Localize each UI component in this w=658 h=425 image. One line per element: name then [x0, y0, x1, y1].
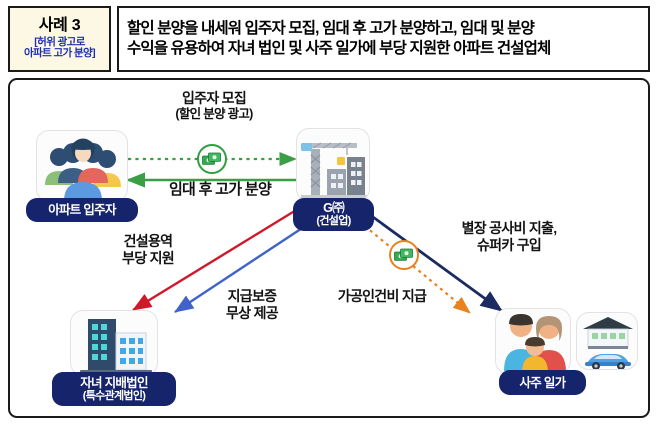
edge-label-payment-guarantee: 지급보증 무상 제공	[194, 288, 310, 322]
edge-label-recruit-line-2: (할인 분양 광고)	[175, 106, 253, 121]
money-bills-icon	[394, 248, 413, 261]
case-title-line-2: 수익을 유용하여 자녀 법인 및 사주 일가에 부당 지원한 아파트 건설업체	[127, 40, 551, 57]
diagram-panel: 아파트 입주자	[8, 78, 650, 418]
case-number-label: 사례 3	[38, 16, 81, 34]
case-title-line-1: 할인 분양을 내세워 입주자 모집, 임대 후 고가 분양하고, 임대 및 분양	[127, 19, 535, 37]
edge-label-lease-resale-line-1: 임대 후 고가 분양	[168, 181, 272, 198]
construction-crane-icon	[301, 142, 367, 199]
node-child-corp-label-line-2: (특수관계법인)	[82, 389, 146, 402]
node-child-corp-badge: 자녀 지배법인 (특수관계법인)	[52, 372, 176, 406]
node-owner-family-badge: 사주 일가	[499, 370, 586, 395]
edge-label-fake-labor-cost: 가공인건비 지급	[310, 288, 454, 305]
edge-label-payment-guarantee-line-2: 무상 제공	[226, 304, 279, 321]
edge-label-construction-support-line-1: 건설용역	[123, 233, 173, 249]
edge-label-villa-supercar-line-2: 슈퍼카 구입	[476, 236, 542, 253]
case-title-box: 할인 분양을 내세워 입주자 모집, 임대 후 고가 분양하고, 임대 및 분양…	[117, 6, 650, 72]
node-company-badge: G㈜ (건설업)	[293, 198, 374, 231]
villa-supercar-icon	[583, 317, 633, 369]
edge-label-construction-support-line-2: 부당 지원	[122, 249, 175, 266]
case-subtitle-line-2: 아파트 고가 분양]	[24, 47, 96, 60]
node-owner-assets-icon-tile	[576, 312, 638, 370]
office-building-icon	[80, 319, 152, 374]
money-badge-recruit	[197, 144, 227, 174]
edge-label-fake-labor-cost-line-1: 가공인건비 지급	[337, 288, 427, 304]
edge-label-payment-guarantee-line-1: 지급보증	[227, 288, 277, 304]
node-residents-label: 아파트 입주자	[48, 203, 116, 217]
money-badge-fake-labor	[389, 240, 419, 270]
edge-label-villa-supercar: 별장 공사비 지출, 슈퍼카 구입	[434, 220, 584, 254]
node-owner-family-icon-tile	[495, 308, 571, 374]
family-icon	[504, 314, 566, 373]
case-subtitle-line-1: [허위 광고로	[34, 35, 85, 48]
people-group-icon	[45, 138, 121, 201]
edge-label-recruit: 입주자 모집 (할인 분양 광고)	[144, 90, 284, 122]
edge-label-lease-resale: 임대 후 고가 분양	[140, 181, 300, 199]
node-residents-badge: 아파트 입주자	[26, 198, 138, 222]
case-subtitle: [허위 광고로 아파트 고가 분양]	[24, 35, 96, 61]
node-child-corp-icon-tile	[70, 310, 158, 376]
edge-label-recruit-line-1: 입주자 모집	[181, 90, 247, 106]
node-company-label-line-1: G㈜	[323, 201, 345, 216]
case-number-box: 사례 3 [허위 광고로 아파트 고가 분양]	[8, 6, 111, 72]
node-company-icon-tile	[296, 128, 370, 202]
node-company-label-line-2: (건설업)	[316, 215, 351, 228]
node-residents-icon-tile	[36, 130, 128, 202]
node-child-corp-label-line-1: 자녀 지배법인	[80, 375, 148, 390]
money-bills-icon	[202, 152, 221, 165]
node-owner-family-label: 사주 일가	[519, 375, 567, 390]
edge-label-construction-support: 건설용역 부당 지원	[90, 233, 206, 267]
edge-label-villa-supercar-line-1: 별장 공사비 지출,	[461, 220, 558, 236]
header-bar: 사례 3 [허위 광고로 아파트 고가 분양] 할인 분양을 내세워 입주자 모…	[8, 6, 650, 72]
